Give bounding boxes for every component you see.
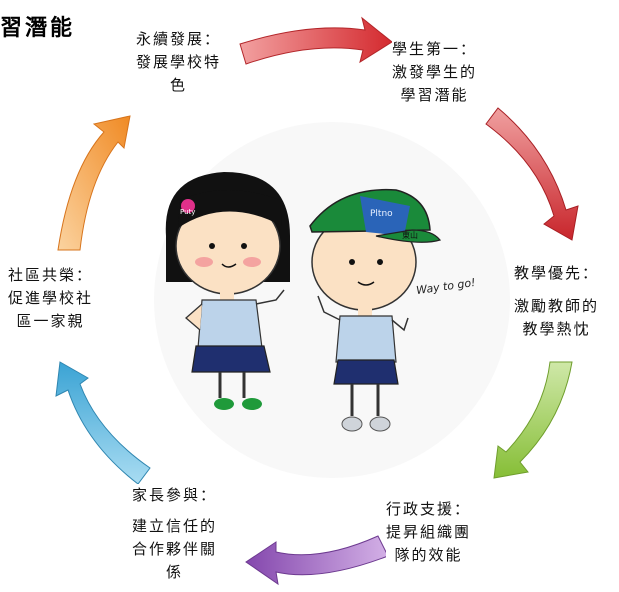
stage-line: 發展學校特	[136, 53, 222, 71]
arrow-to-admin-support	[493, 361, 573, 479]
stage-line: 色	[170, 76, 188, 94]
arrow-to-community-prosperity	[55, 361, 151, 485]
stage-line: 係	[166, 563, 184, 581]
stage-label-community-prosperity: 社區共榮： 促進學校社 區一家親	[8, 264, 94, 333]
girl-figure: Puty	[165, 172, 290, 410]
stage-label-admin-support: 行政支援： 提昇組織團 隊的效能	[386, 498, 472, 567]
stage-heading: 教學優先：	[514, 264, 600, 282]
boy-cap-badge: 東山	[402, 230, 418, 240]
stage-heading: 行政支援：	[386, 500, 472, 518]
stage-line: 隊的效能	[394, 546, 463, 564]
arrow-to-student-first	[239, 16, 393, 65]
stage-line: 激發學生的	[392, 63, 478, 81]
arrow-to-parent-participation	[245, 535, 389, 586]
arrow-to-teaching-first	[485, 107, 579, 241]
boy-figure: Pltno 東山	[309, 188, 442, 432]
boy-cap-text: Pltno	[370, 209, 393, 219]
stage-label-student-first: 學生第一： 激發學生的 學習潛能	[392, 38, 478, 107]
stage-line: 教學熱忱	[522, 320, 591, 338]
stage-heading: 家長參與：	[132, 486, 218, 504]
stage-line: 區一家親	[16, 312, 85, 330]
stage-line: 提昇組織團	[386, 523, 472, 541]
stage-label-teaching-first: 教學優先： 激勵教師的 教學熱忱	[514, 262, 600, 341]
girl-hair-tag: Puty	[180, 208, 195, 216]
arrow-to-sustainable-development	[57, 115, 131, 251]
page-title: 習潛能	[0, 15, 76, 41]
stage-line: 學習潛能	[400, 86, 469, 104]
stage-line: 合作夥伴關	[132, 540, 218, 558]
stage-heading: 社區共榮：	[8, 266, 94, 284]
stage-label-sustainable-development: 永續發展： 發展學校特 色	[136, 28, 222, 97]
students-illustration: Puty Pltno 東山	[154, 122, 510, 478]
stage-label-parent-participation: 家長參與： 建立信任的 合作夥伴關 係	[132, 484, 218, 584]
cycle-arrows	[55, 16, 579, 586]
stage-heading: 學生第一：	[392, 40, 478, 58]
stage-line: 激勵教師的	[514, 297, 600, 315]
stage-line: 促進學校社	[8, 289, 94, 307]
stage-heading: 永續發展：	[136, 30, 222, 48]
stage-line: 建立信任的	[132, 517, 218, 535]
